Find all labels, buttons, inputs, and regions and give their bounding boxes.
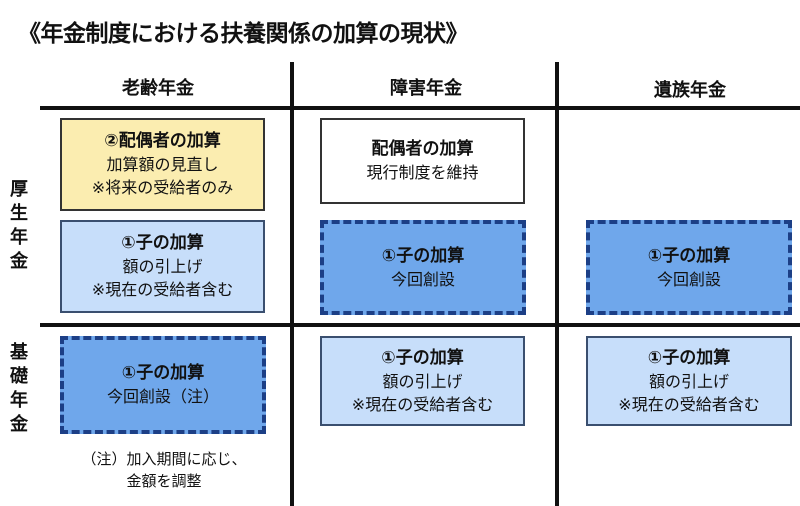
kosei-shogai-spouse-box: 配偶者の加算 現行制度を維持	[320, 118, 525, 204]
box-title: ①子の加算	[647, 245, 731, 266]
box-line: ※現在の受給者含む	[351, 394, 494, 414]
kosei-izoku-child-box: ①子の加算 今回創設	[586, 220, 792, 315]
row-header-kiso: 基礎年金	[10, 342, 28, 435]
row-divider	[40, 323, 800, 327]
box-line: 現行制度を維持	[366, 163, 479, 182]
column-header-shogai: 障害年金	[390, 78, 462, 99]
box-line: 額の引上げ	[122, 257, 203, 276]
box-title: ①子の加算	[647, 347, 731, 368]
kosei-shogai-child-box: ①子の加算 今回創設	[320, 220, 526, 315]
footnote: （注）加入期間に応じ、 金額を調整	[81, 450, 247, 490]
kiso-rorei-child-box: ①子の加算 今回創設（注）	[60, 336, 266, 434]
box-title: ①子の加算	[381, 347, 464, 368]
box-line: 今回創設	[656, 269, 721, 289]
column-divider-2	[555, 62, 559, 506]
box-line: ※現在の受給者含む	[618, 394, 760, 414]
box-title: ①子の加算	[381, 245, 465, 266]
box-title: ②配偶者の加算	[104, 131, 221, 151]
box-line: 今回創設（注）	[106, 387, 219, 406]
kiso-izoku-child-box: ①子の加算 額の引上げ ※現在の受給者含む	[586, 336, 792, 426]
box-line: ※現在の受給者含む	[91, 280, 234, 299]
box-title: ①子の加算	[121, 233, 204, 253]
kosei-rorei-spouse-box: ②配偶者の加算 加算額の見直し ※将来の受給者のみ	[60, 118, 265, 211]
box-line: 額の引上げ	[648, 371, 729, 391]
box-line: ※将来の受給者のみ	[91, 178, 234, 197]
kiso-shogai-child-box: ①子の加算 額の引上げ ※現在の受給者含む	[320, 336, 525, 426]
box-line: 額の引上げ	[382, 371, 463, 391]
box-line: 加算額の見直し	[106, 155, 219, 174]
box-title: 配偶者の加算	[371, 139, 474, 159]
page-title: 《年金制度における扶養関係の加算の現状》	[18, 21, 469, 47]
row-header-kosei: 厚生年金	[10, 179, 28, 272]
box-title: ①子の加算	[121, 363, 205, 383]
column-divider-1	[290, 62, 294, 506]
column-header-rorei: 老齢年金	[122, 78, 194, 99]
box-line: 今回創設	[390, 269, 455, 289]
header-divider	[40, 106, 800, 110]
column-header-izoku: 遺族年金	[654, 80, 726, 101]
kosei-rorei-child-box: ①子の加算 額の引上げ ※現在の受給者含む	[60, 220, 265, 313]
